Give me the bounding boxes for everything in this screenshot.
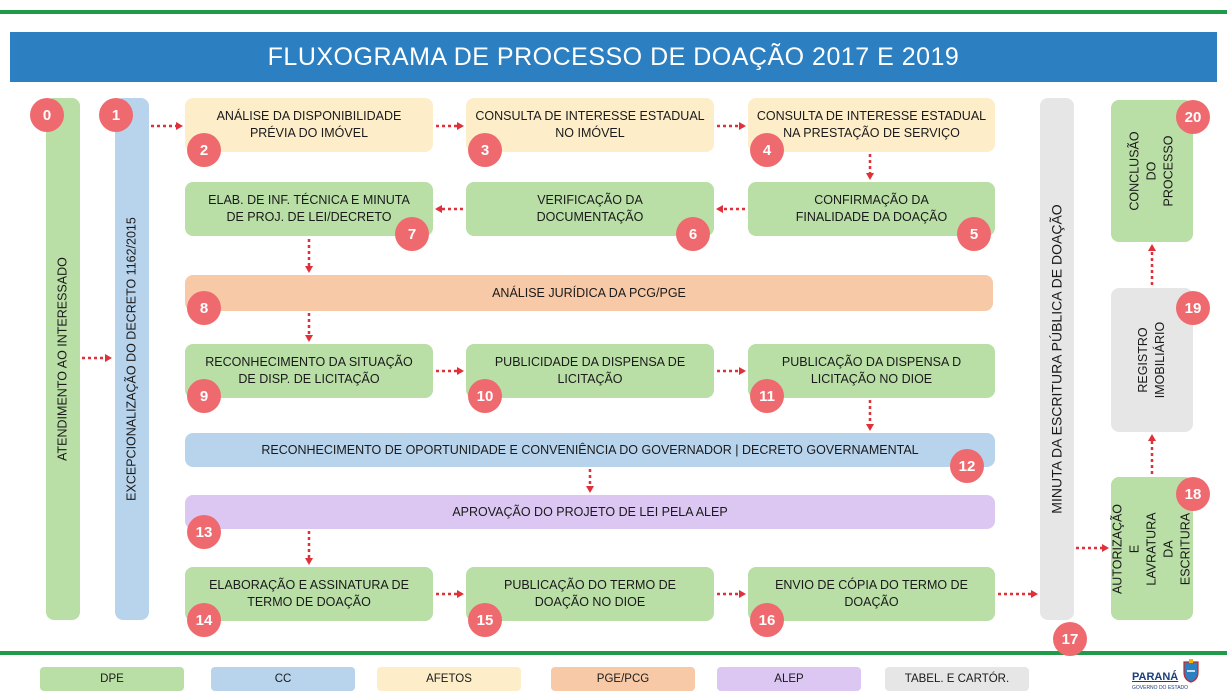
badge-5: 5 — [957, 217, 991, 251]
badge-6: 6 — [676, 217, 710, 251]
bottom-green-line — [0, 651, 1227, 655]
badge-10: 10 — [468, 379, 502, 413]
legend-tabel: TABEL. E CARTÓR. — [885, 667, 1029, 691]
step-16-box: ENVIO DE CÓPIA DO TERMO DE DOAÇÃO — [748, 567, 995, 621]
badge-7: 7 — [395, 217, 429, 251]
badge-3: 3 — [468, 133, 502, 167]
badge-19: 19 — [1176, 291, 1210, 325]
badge-2: 2 — [187, 133, 221, 167]
logo-name: PARANÁ — [1132, 671, 1179, 683]
legend-cc: CC — [211, 667, 355, 691]
top-green-line — [0, 10, 1227, 14]
legend-dpe: DPE — [40, 667, 184, 691]
step-11-box: PUBLICAÇÃO DA DISPENSA D LICITAÇÃO NO DI… — [748, 344, 995, 398]
step-14-box: ELABORAÇÃO E ASSINATURA DE TERMO DE DOAÇ… — [185, 567, 433, 621]
logo-sub: GOVERNO DO ESTADO — [1132, 685, 1189, 691]
legend-pge: PGE/PCG — [551, 667, 695, 691]
badge-1: 1 — [99, 98, 133, 132]
step-7-box: ELAB. DE INF. TÉCNICA E MINUTA DE PROJ. … — [185, 182, 433, 236]
step-8-box: ANÁLISE JURÍDICA DA PCG/PGE — [185, 275, 993, 311]
step-13-box: APROVAÇÃO DO PROJETO DE LEI PELA ALEP — [185, 495, 995, 529]
badge-0: 0 — [30, 98, 64, 132]
badge-14: 14 — [187, 603, 221, 637]
badge-18: 18 — [1176, 477, 1210, 511]
excepcionalizacao-box: EXCEPCIONALIZAÇÃO DO DECRETO 1162/2015 — [115, 98, 149, 620]
badge-17: 17 — [1053, 622, 1087, 656]
step-6-box: VERIFICAÇÃO DA DOCUMENTAÇÃO — [466, 182, 714, 236]
badge-16: 16 — [750, 603, 784, 637]
step-3-box: CONSULTA DE INTERESSE ESTADUAL NO IMÓVEL — [466, 98, 714, 152]
step-10-box: PUBLICIDADE DA DISPENSA DE LICITAÇÃO — [466, 344, 714, 398]
page-title: FLUXOGRAMA DE PROCESSO DE DOAÇÃO 2017 E … — [10, 32, 1217, 82]
coat-of-arms-icon — [1183, 659, 1199, 683]
step-15-box: PUBLICAÇÃO DO TERMO DE DOAÇÃO NO DIOE — [466, 567, 714, 621]
badge-12: 12 — [950, 449, 984, 483]
badge-4: 4 — [750, 133, 784, 167]
step-9-box: RECONHECIMENTO DA SITUAÇÃO DE DISP. DE L… — [185, 344, 433, 398]
legend-afetos: AFETOS — [377, 667, 521, 691]
step-2-box: ANÁLISE DA DISPONIBILIDADE PRÉVIA DO IMÓ… — [185, 98, 433, 152]
minuta-box: MINUTA DA ESCRITURA PÚBLICA DE DOAÇÃO — [1040, 98, 1074, 620]
badge-8: 8 — [187, 291, 221, 325]
step-4-box: CONSULTA DE INTERESSE ESTADUAL NA PRESTA… — [748, 98, 995, 152]
badge-9: 9 — [187, 379, 221, 413]
legend-alep: ALEP — [717, 667, 861, 691]
badge-11: 11 — [750, 379, 784, 413]
badge-15: 15 — [468, 603, 502, 637]
badge-13: 13 — [187, 515, 221, 549]
step-5-box: CONFIRMAÇÃO DA FINALIDADE DA DOAÇÃO — [748, 182, 995, 236]
badge-20: 20 — [1176, 100, 1210, 134]
parana-logo: PARANÁ GOVERNO DO ESTADO — [1132, 657, 1202, 691]
step-12-box: RECONHECIMENTO DE OPORTUNIDADE E CONVENI… — [185, 433, 995, 467]
atendimento-box: ATENDIMENTO AO INTERESSADO — [46, 98, 80, 620]
